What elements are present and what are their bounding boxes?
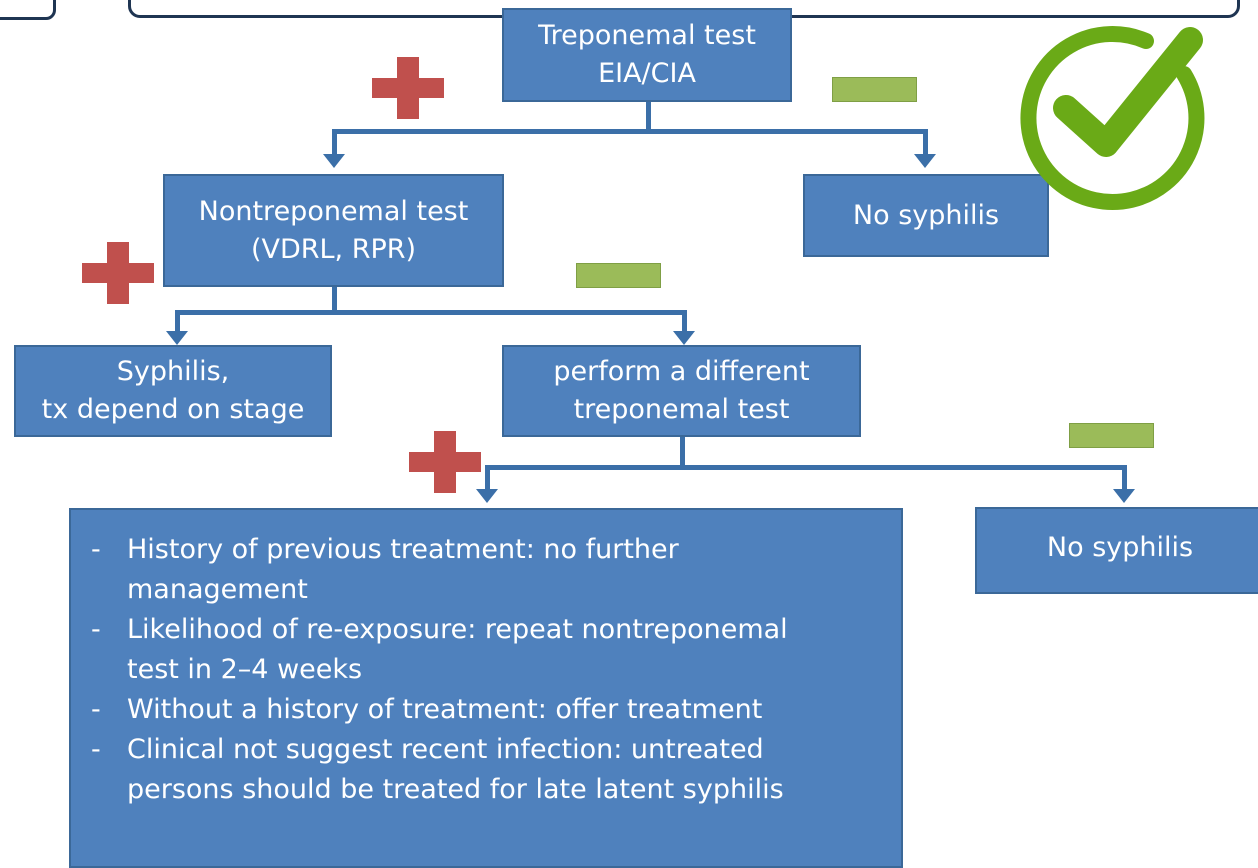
management-item-late-latent: Clinical not suggest recent infection: u… bbox=[91, 730, 847, 810]
node-nontreponemal-test: Nontreponemal test (VDRL, RPR) bbox=[163, 174, 504, 287]
arrowhead-1b bbox=[914, 154, 936, 168]
node-treponemal-line2: EIA/CIA bbox=[598, 58, 696, 89]
node-treponemal-test: Treponemal test EIA/CIA bbox=[502, 8, 792, 102]
node-management-options: History of previous treatment: no furthe… bbox=[69, 508, 903, 868]
node-nontreponemal-line1: Nontreponemal test bbox=[198, 195, 469, 227]
top-left-frame bbox=[0, 0, 56, 20]
node-nontreponemal-line2: (VDRL, RPR) bbox=[250, 233, 417, 265]
minus-icon bbox=[832, 77, 917, 102]
minus-icon bbox=[576, 263, 661, 288]
connector-drop-3b bbox=[1122, 465, 1127, 491]
connector-drop-1a bbox=[332, 129, 337, 156]
plus-icon bbox=[372, 57, 444, 119]
connector-stem-1 bbox=[646, 100, 651, 134]
node-different-test-line1: perform a different bbox=[553, 356, 810, 387]
arrowhead-2b bbox=[673, 331, 695, 345]
connector-bar-2 bbox=[175, 310, 687, 315]
connector-drop-2a bbox=[175, 310, 180, 333]
connector-stem-3 bbox=[680, 436, 685, 470]
plus-icon bbox=[409, 431, 481, 493]
management-item-re-exposure: Likelihood of re-exposure: repeat nontre… bbox=[91, 610, 847, 690]
connector-bar-3 bbox=[485, 465, 1127, 470]
check-icon bbox=[1020, 26, 1205, 210]
connector-drop-3a bbox=[485, 465, 490, 491]
node-different-test-line2: treponemal test bbox=[573, 394, 790, 425]
minus-icon bbox=[1069, 423, 1154, 448]
node-syphilis-line1: Syphilis, bbox=[116, 356, 230, 387]
management-item-previous-treatment: History of previous treatment: no furthe… bbox=[91, 530, 847, 610]
node-no-syphilis-top: No syphilis bbox=[803, 174, 1049, 257]
arrowhead-1a bbox=[323, 154, 345, 168]
arrowhead-3b bbox=[1113, 489, 1135, 503]
node-no-syphilis-top-label: No syphilis bbox=[852, 199, 1000, 231]
node-no-syphilis-bottom: No syphilis bbox=[975, 507, 1258, 594]
connector-drop-2b bbox=[682, 310, 687, 333]
plus-icon bbox=[82, 242, 154, 304]
connector-drop-1b bbox=[923, 129, 928, 156]
arrowhead-3a bbox=[476, 489, 498, 503]
connector-stem-2 bbox=[332, 285, 337, 315]
node-syphilis: Syphilis, tx depend on stage bbox=[14, 345, 332, 437]
node-different-treponemal-test: perform a different treponemal test bbox=[502, 345, 861, 437]
node-syphilis-line2: tx depend on stage bbox=[41, 394, 305, 425]
connector-bar-1 bbox=[332, 129, 928, 134]
node-no-syphilis-bottom-label: No syphilis bbox=[1046, 532, 1194, 563]
node-treponemal-line1: Treponemal test bbox=[538, 20, 756, 51]
management-list: History of previous treatment: no furthe… bbox=[71, 510, 901, 810]
management-item-offer-treatment: Without a history of treatment: offer tr… bbox=[91, 690, 847, 730]
arrowhead-2a bbox=[166, 331, 188, 345]
